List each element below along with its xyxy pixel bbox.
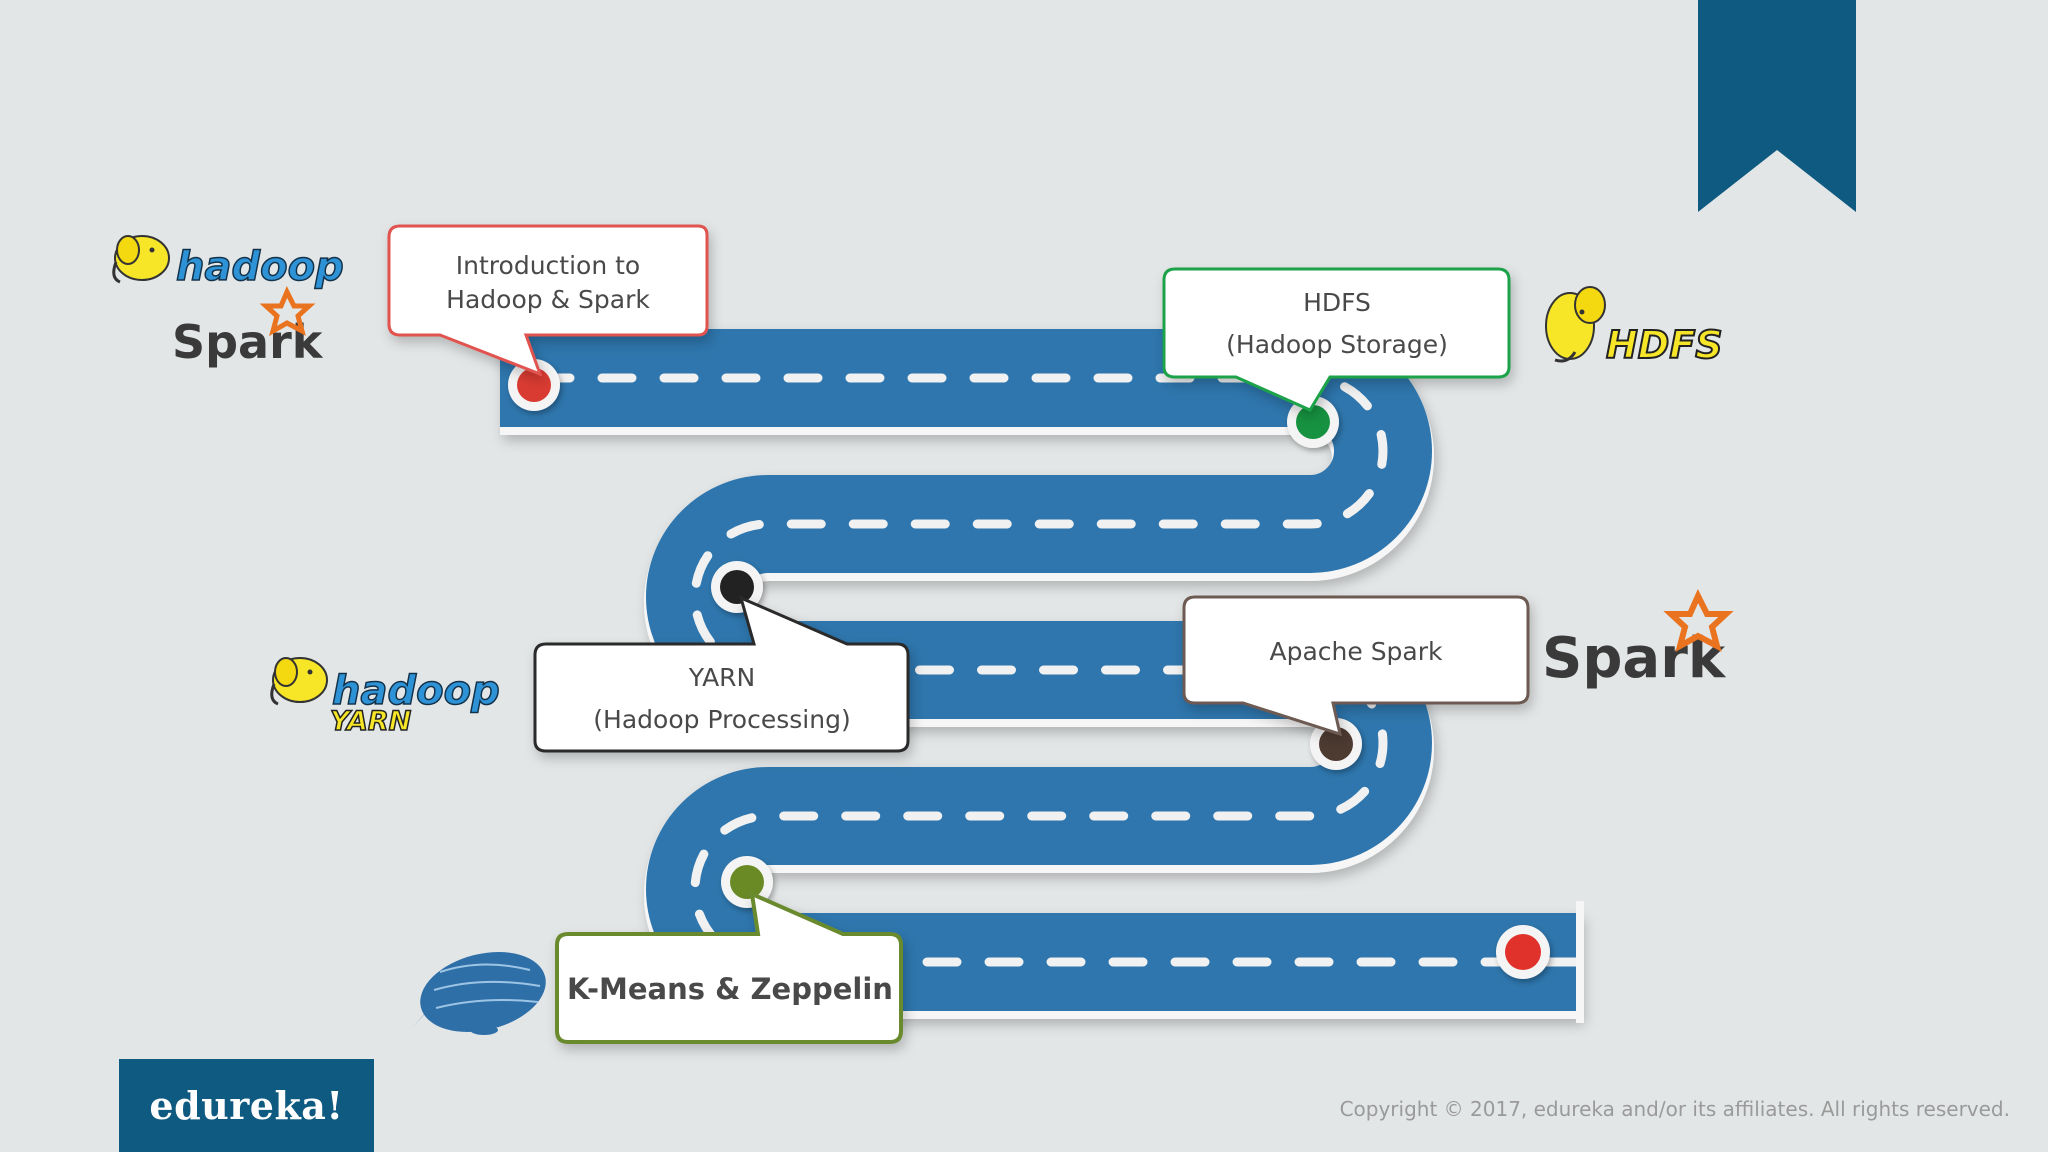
callout-spark-title: Apache Spark: [1269, 637, 1443, 666]
milestone-markers: [508, 359, 1550, 979]
hadoop-wordmark-yarn: hadoop: [332, 668, 500, 714]
hdfs-wordmark: HDFS: [1606, 323, 1723, 367]
hdfs-logo: HDFS: [1545, 286, 1724, 368]
marker-kmeans[interactable]: [721, 856, 773, 908]
hdfs-elephant-icon: [1545, 286, 1606, 363]
road-end-cap: [1576, 901, 1584, 1023]
yarn-wordmark: YARN: [330, 706, 412, 737]
spark-logo-right: Spark: [1542, 588, 1734, 691]
hadoop-logo-top: hadoop: [112, 235, 344, 291]
marker-spark[interactable]: [1310, 718, 1362, 770]
spark-star-right-icon: [1663, 588, 1734, 653]
hadoop-wordmark-top: hadoop: [176, 244, 344, 290]
callout-intro-subtitle: Hadoop & Spark: [446, 285, 650, 314]
road: [500, 329, 1587, 1019]
callout-hdfs[interactable]: HDFS (Hadoop Storage): [1162, 267, 1511, 412]
marker-yarn[interactable]: [711, 561, 763, 613]
marker-end[interactable]: [1496, 925, 1550, 979]
callout-yarn-subtitle: (Hadoop Processing): [593, 705, 850, 734]
callout-kmeans[interactable]: K-Means & Zeppelin: [555, 890, 903, 1044]
marker-intro[interactable]: [508, 359, 560, 411]
zeppelin-icon: [412, 952, 546, 1035]
marker-hdfs[interactable]: [1287, 396, 1339, 448]
spark-logo-top: Spark: [172, 286, 324, 369]
bookmark-ribbon: [1698, 0, 1856, 212]
callout-hdfs-subtitle: (Hadoop Storage): [1226, 330, 1448, 359]
callout-intro-title: Introduction to: [456, 251, 640, 280]
edureka-logo-text: edureka!: [149, 1083, 344, 1128]
callout-intro[interactable]: Introduction to Hadoop & Spark: [387, 224, 709, 377]
callout-yarn-title: YARN: [688, 663, 756, 692]
hadoop-yarn-logo: hadoop YARN: [270, 657, 500, 738]
edureka-logo-box: edureka!: [119, 1059, 374, 1152]
yarn-elephant-icon: [270, 657, 328, 706]
spark-star-icon: [259, 286, 316, 337]
hadoop-elephant-icon: [112, 235, 170, 284]
callout-yarn[interactable]: YARN (Hadoop Processing): [533, 595, 910, 753]
callout-hdfs-title: HDFS: [1303, 288, 1371, 317]
callout-spark[interactable]: Apache Spark: [1182, 595, 1530, 737]
copyright-notice: Copyright © 2017, edureka and/or its aff…: [1339, 1097, 2010, 1121]
road-center-line: [535, 373, 1587, 967]
callout-kmeans-title: K-Means & Zeppelin: [567, 972, 893, 1006]
